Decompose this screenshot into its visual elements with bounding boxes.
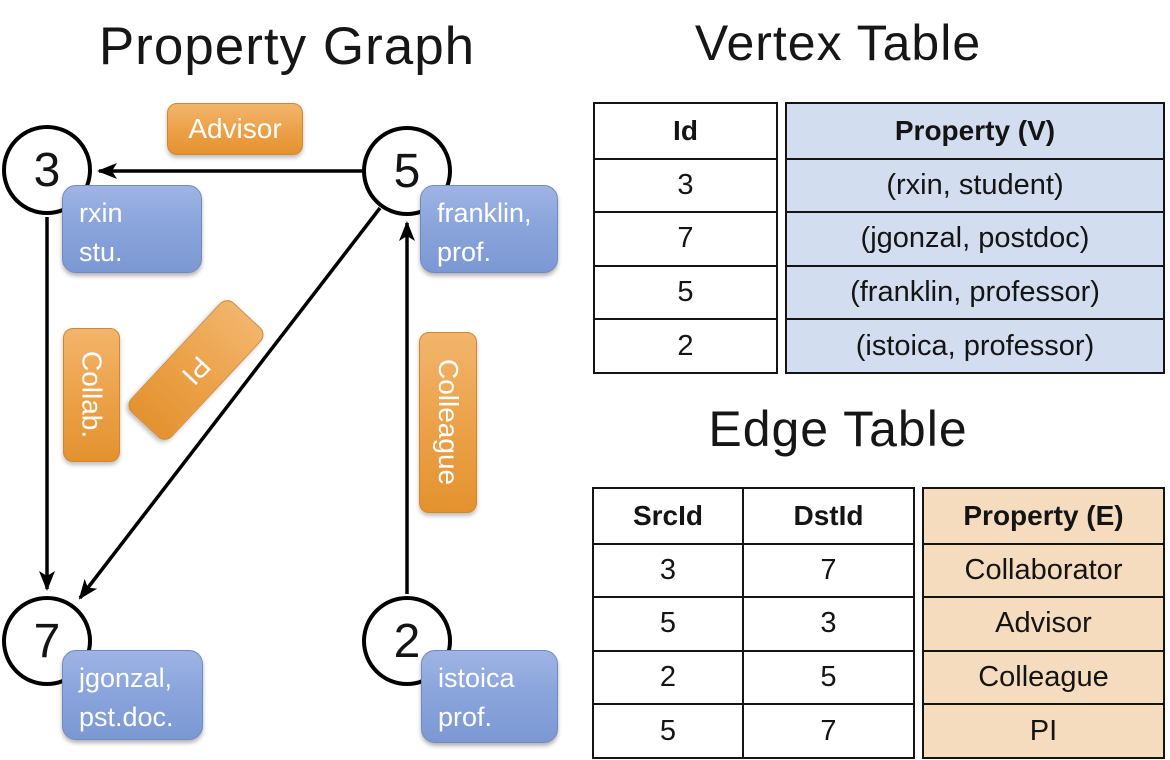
table-header-cell: Id <box>673 114 698 146</box>
vertex-property-box-5: franklin, prof. <box>420 185 558 273</box>
edge-label-text: PI <box>176 350 217 391</box>
vertex-property-line: rxin <box>79 198 123 228</box>
table-cell: Colleague <box>924 649 1163 704</box>
edge-label-text: Advisor <box>188 113 282 144</box>
vertex-property-line: prof. <box>438 702 493 733</box>
table-cell: Collaborator <box>924 542 1163 597</box>
edge-label-text: Colleague <box>433 359 464 486</box>
vertex-property-line: prof. <box>437 237 492 268</box>
edge-5-7 <box>78 206 382 600</box>
table-header-cell: Property (V) <box>894 114 1056 146</box>
table-cell: (franklin, professor) <box>787 264 1163 319</box>
graph-edges <box>39 163 415 600</box>
edge-label-text: Collab. <box>76 351 108 439</box>
edge-property-table: Property (E) Collaborator Advisor Collea… <box>922 487 1165 759</box>
vertex-property-line: franklin, <box>437 198 532 228</box>
table-cell: 2 <box>594 649 742 704</box>
edge-srcdst-table: SrcId DstId 3 7 5 3 2 5 5 7 <box>592 487 915 759</box>
table-cell: (rxin, student) <box>787 157 1163 212</box>
vertex-property-line: jgonzal, <box>79 663 173 693</box>
table-cell: 5 <box>595 264 776 319</box>
property-graph-title: Property Graph <box>98 17 476 76</box>
table-header-cell: Property (E) <box>963 499 1124 531</box>
vertex-property-box-7: jgonzal, pst.doc. <box>62 650 203 740</box>
vertex-property-box-3: rxin stu. <box>62 185 202 273</box>
vertex-property-line: stu. <box>79 237 123 268</box>
edge-label-advisor: Advisor <box>167 103 303 155</box>
vertex-id: 5 <box>393 144 421 198</box>
table-cell: 7 <box>595 211 776 265</box>
table-cell: 3 <box>594 542 742 597</box>
edge-label-collab: Collab. <box>63 328 120 462</box>
edge-table-title: Edge Table <box>708 401 968 457</box>
vertex-circle-2: 2 <box>362 596 452 686</box>
vertex-property-box-2: istoica prof. <box>421 650 558 743</box>
vertex-property-line: pst.doc. <box>79 702 174 733</box>
table-cell: (istoica, professor) <box>787 318 1163 372</box>
table-cell: 3 <box>742 596 913 650</box>
table-header-cell: SrcId <box>632 499 704 531</box>
vertex-id: 2 <box>393 614 421 668</box>
table-cell: 7 <box>742 703 913 757</box>
table-header-cell: DstId <box>742 489 913 543</box>
vertex-id: 7 <box>33 614 61 668</box>
vertex-circle-5: 5 <box>362 126 452 216</box>
vertex-id: 3 <box>33 143 61 197</box>
table-cell: 5 <box>594 703 742 757</box>
table-cell: Advisor <box>924 596 1163 650</box>
vertex-table-title: Vertex Table <box>694 15 982 71</box>
table-cell: 7 <box>742 542 913 597</box>
edge-label-colleague: Colleague <box>419 332 477 513</box>
table-cell: PI <box>924 703 1163 757</box>
table-cell: (jgonzal, postdoc) <box>787 211 1163 265</box>
table-cell: 5 <box>742 649 913 704</box>
vertex-id-table: Id 3 7 5 2 <box>593 102 778 374</box>
table-cell: 3 <box>595 157 776 212</box>
vertex-property-table: Property (V) (rxin, student) (jgonzal, p… <box>785 102 1165 374</box>
vertex-property-line: istoica <box>438 663 515 693</box>
table-cell: 2 <box>595 318 776 372</box>
table-cell: 5 <box>594 596 742 650</box>
